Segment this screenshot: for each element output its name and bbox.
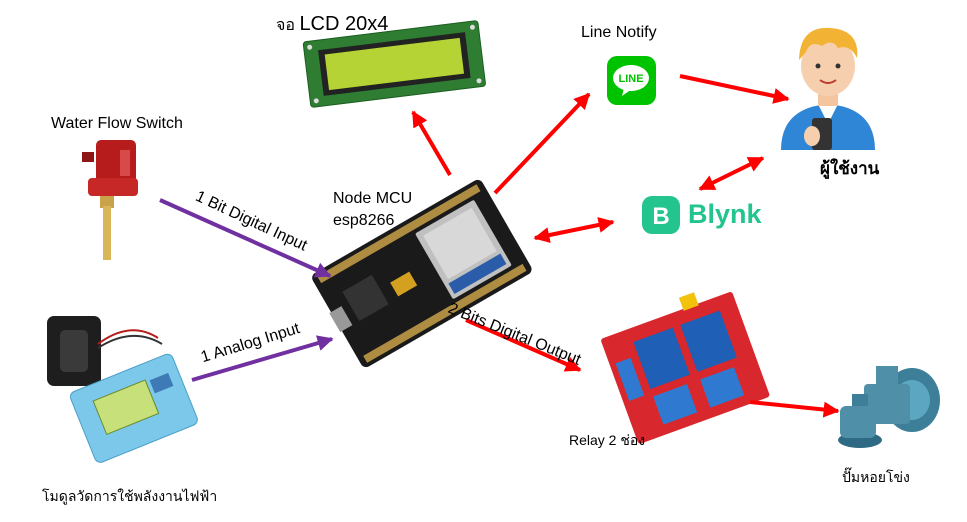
user-label: ผู้ใช้งาน [820,159,880,178]
line-logo-icon: LINE [607,56,656,105]
power-meter-icon [47,316,198,463]
line-notify-arrow [493,92,591,195]
line-to-user-arrow [679,74,790,104]
relay-label: Relay 2 ช่อง [569,432,646,448]
water-pump-icon [838,366,940,448]
digital-input-arrow [159,198,332,278]
lcd-arrow [411,110,452,177]
water-flow-switch-icon [82,140,138,260]
relay-output-arrow [465,318,582,372]
lcd-label: จอ LCD 20x4 [276,13,388,38]
lcd-label-main: LCD 20x4 [299,13,389,35]
analog-input-arrow [191,335,334,382]
lcd-label-prefix: จอ [276,17,295,34]
blynk-label: Blynk [688,199,762,229]
power-meter-label: โมดูลวัดการใช้พลังงานไฟฟ้า [42,488,218,504]
blynk-user-arrow [698,156,765,191]
blynk-logo-letter: B [652,203,669,230]
blynk-board-arrow [533,217,615,243]
nodemcu-board-icon [312,179,532,368]
pump-label: ปั๊มหอยโข่ง [842,469,910,485]
user-avatar-icon [781,27,875,150]
pump-arrow [749,400,840,418]
line-logo-text: LINE [618,73,643,85]
relay-board-icon [601,292,770,444]
lcd-module-icon [302,20,486,108]
blynk-logo-icon: B [642,196,680,234]
nodemcu-label-line1: Node MCU [333,190,413,207]
water-flow-switch-label: Water Flow Switch [51,115,183,132]
line-notify-label: Line Notify [581,24,657,41]
nodemcu-label-line2: esp8266 [333,212,395,229]
